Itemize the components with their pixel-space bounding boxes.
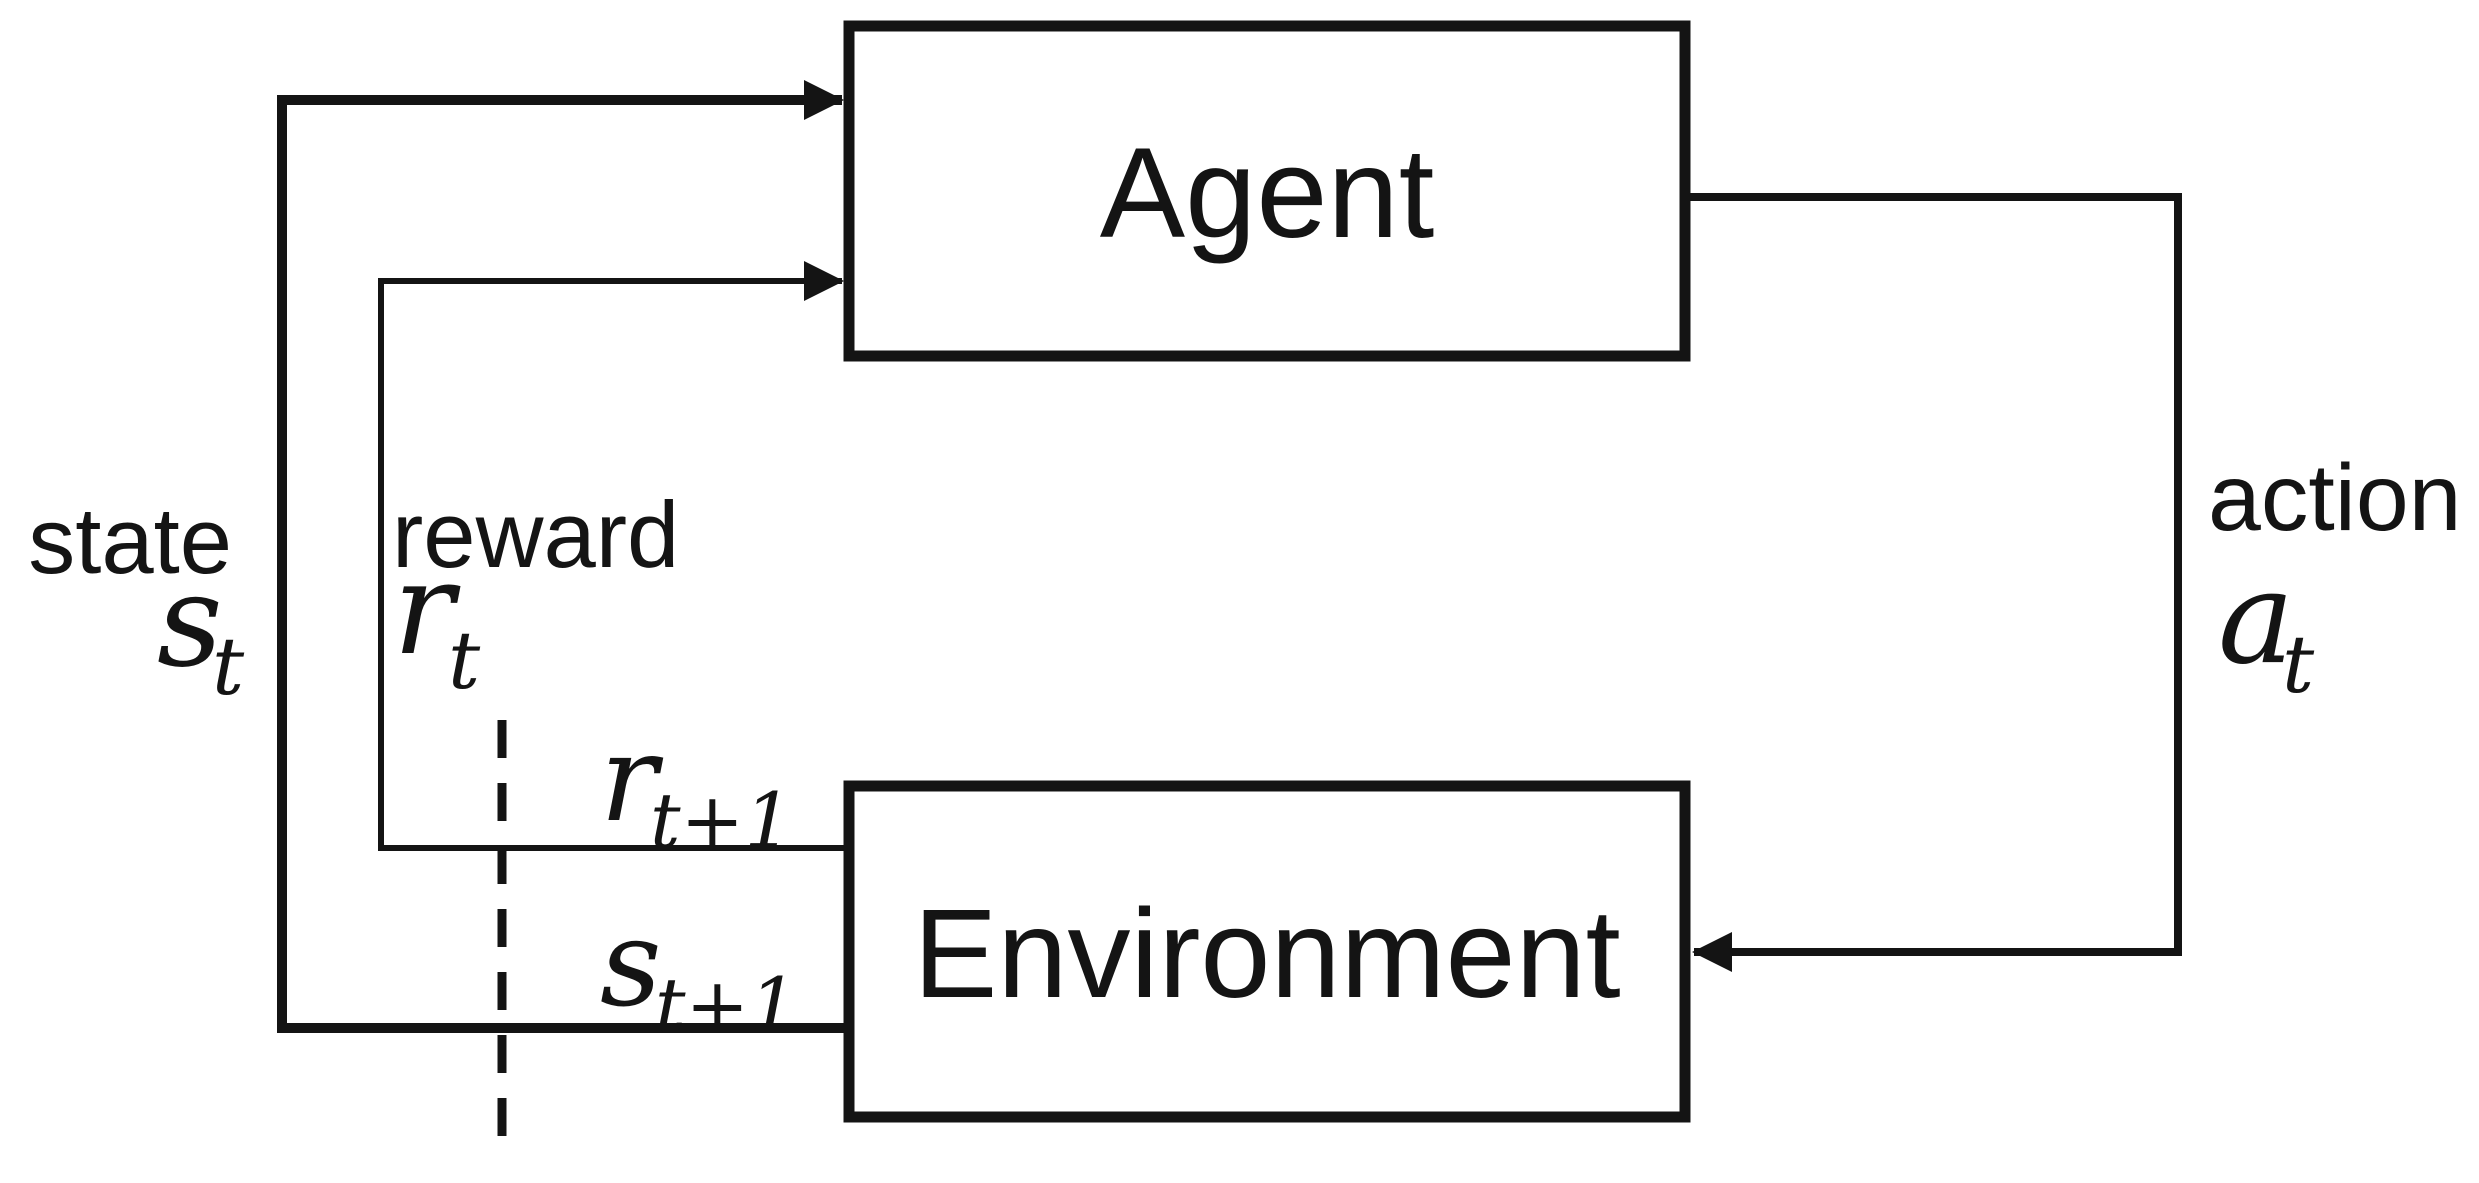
agent-box xyxy=(843,20,1691,362)
state-symbol-subscript: t xyxy=(212,620,245,713)
action-symbol: a xyxy=(2218,544,2294,693)
agent-label: Agent xyxy=(1100,122,1435,265)
reward-label: reward xyxy=(392,482,679,587)
state-label: state xyxy=(28,488,232,593)
action-symbol-subscript: t xyxy=(2282,618,2315,711)
next-reward-symbol-subscript: t+1 xyxy=(650,776,793,865)
reward-symbol: r xyxy=(393,535,461,684)
next-reward-symbol: r xyxy=(600,710,664,849)
next-state-symbol-subscript: t+1 xyxy=(655,961,798,1050)
reward-arrow xyxy=(378,261,849,851)
action-label: action xyxy=(2208,445,2462,551)
state-arrow xyxy=(277,80,849,1033)
state-symbol: s xyxy=(157,547,223,696)
reward-symbol-subscript: t xyxy=(448,614,481,707)
environment-box xyxy=(843,780,1691,1123)
next-state-symbol: s xyxy=(600,895,662,1034)
environment-label: Environment xyxy=(913,883,1620,1024)
action-arrow xyxy=(1690,193,2182,972)
